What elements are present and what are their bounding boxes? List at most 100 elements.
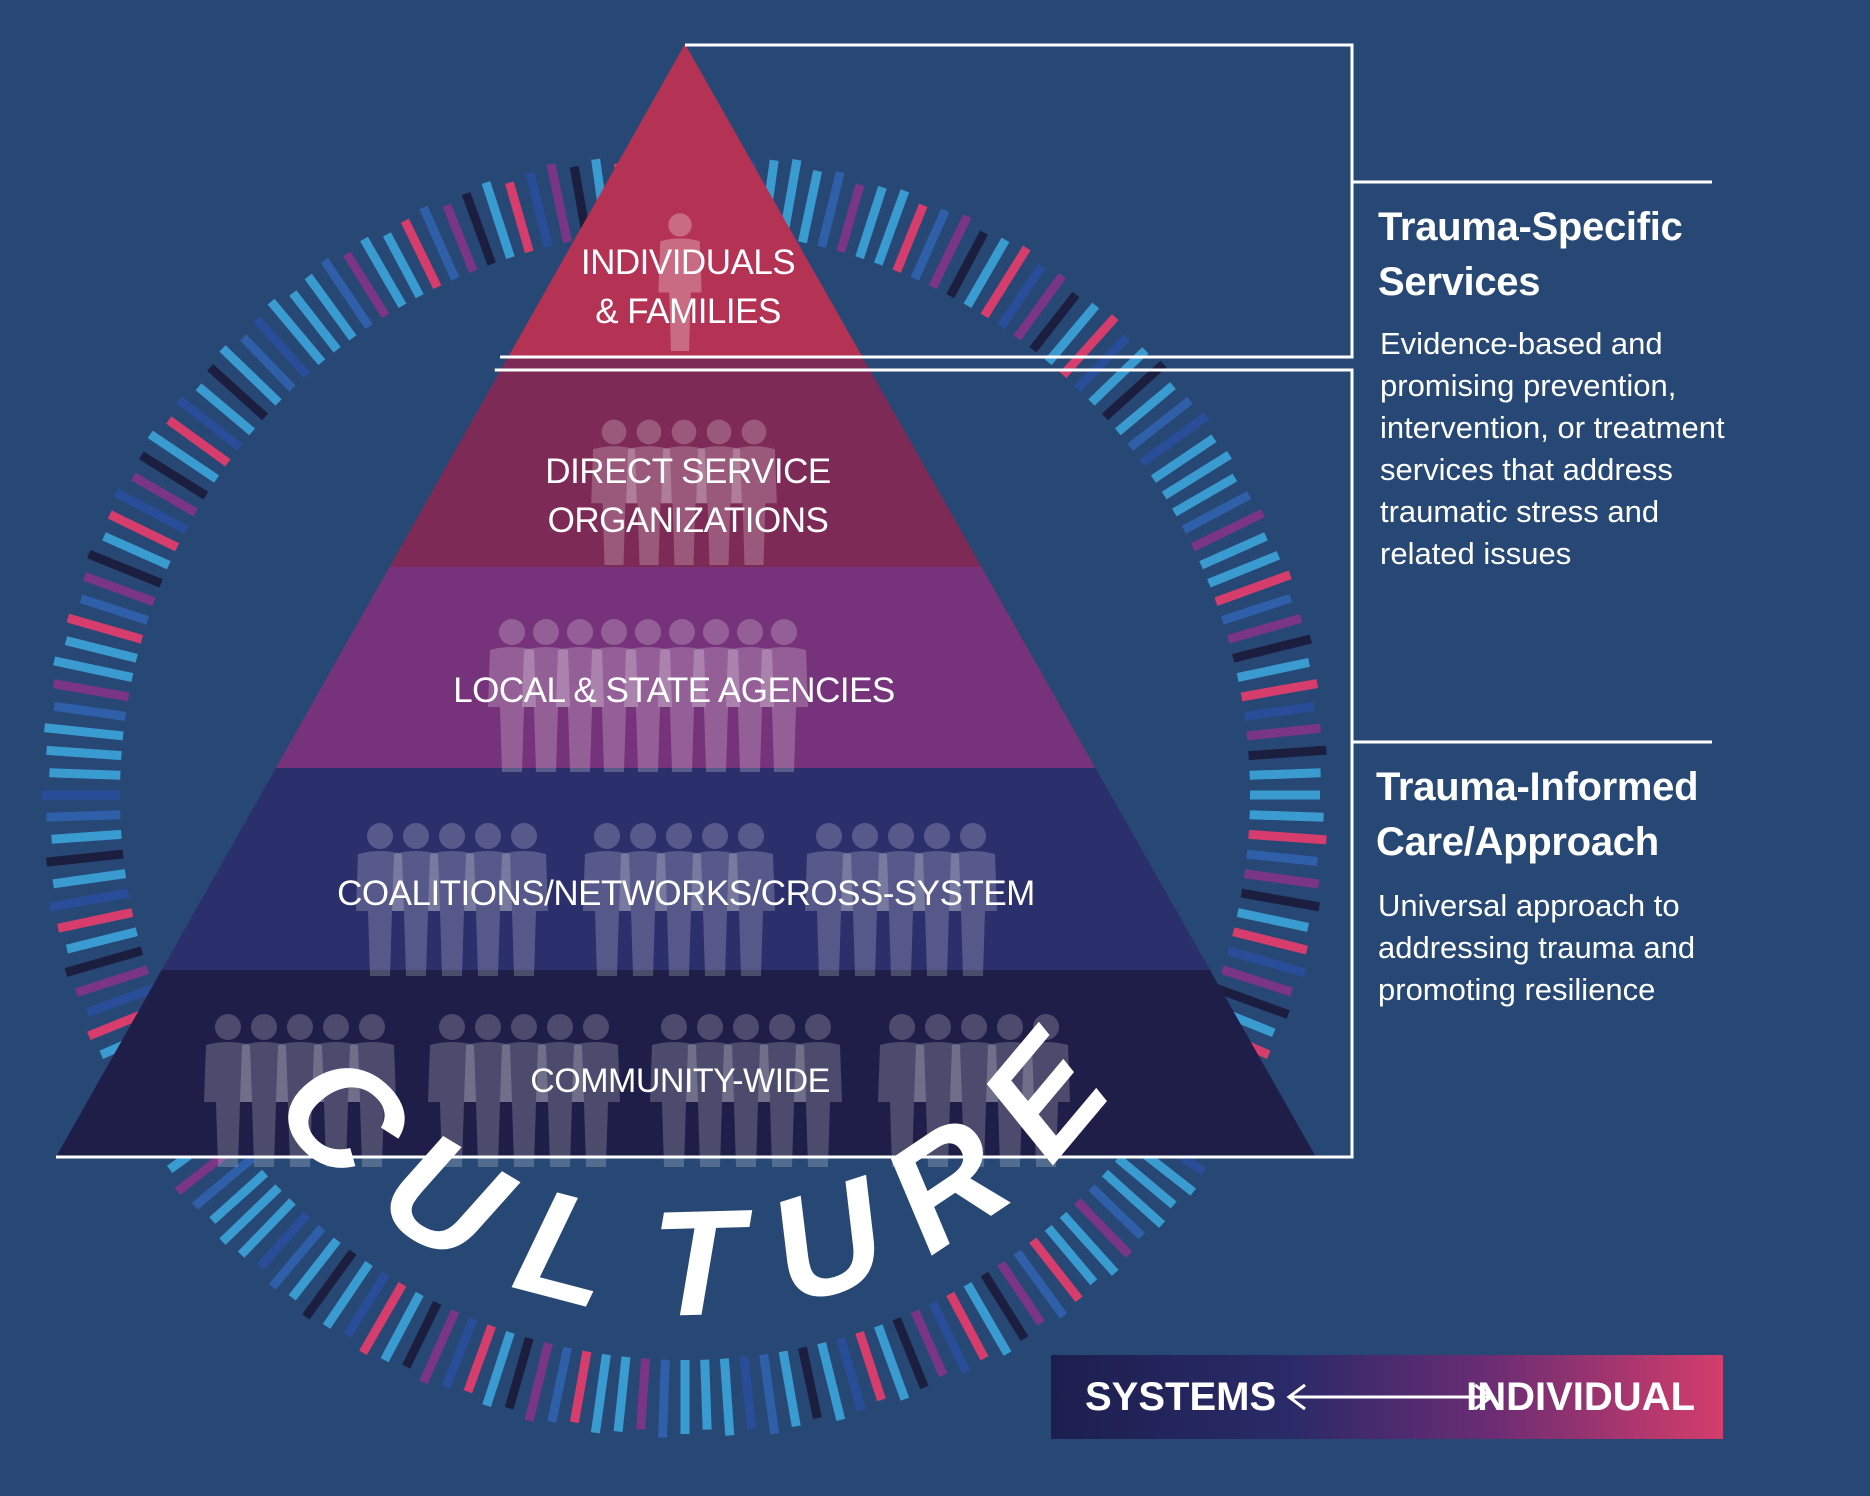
ring-stripe xyxy=(82,572,156,606)
person-silhouette-icon xyxy=(240,1014,288,1167)
ring-stripe xyxy=(910,208,950,281)
ring-stripe xyxy=(1214,570,1292,606)
ring-stripe xyxy=(53,701,127,721)
person-silhouette-icon xyxy=(464,823,512,976)
ring-stripe xyxy=(1232,927,1309,955)
ring-stripe xyxy=(1139,412,1210,467)
person-silhouette-icon xyxy=(590,619,638,772)
ring-stripe xyxy=(1150,434,1217,483)
ring-stripe xyxy=(1199,532,1268,570)
ring-stripe xyxy=(360,236,407,308)
person-silhouette-icon xyxy=(356,823,404,976)
ring-stripe xyxy=(288,1237,341,1301)
trauma-specific-title: Trauma-Specific Services xyxy=(1378,205,1683,304)
ring-stripe xyxy=(963,1282,1012,1356)
ring-stripe xyxy=(481,181,515,260)
ring-stripe xyxy=(461,192,496,266)
ring-stripe xyxy=(590,1353,611,1434)
systems-individual-legend: SYSTEMS INDIVIDUAL xyxy=(1051,1355,1723,1439)
person-silhouette-icon xyxy=(583,823,631,976)
person-silhouette-icon xyxy=(312,1014,360,1167)
ring-stripe xyxy=(1029,291,1080,353)
person-silhouette-icon xyxy=(572,1014,620,1167)
ring-stripe xyxy=(1044,302,1100,366)
person-silhouette-icon xyxy=(878,1014,926,1167)
pyramid-level-labels: INDIVIDUALS & FAMILIES DIRECT SERVICE ORGAN… xyxy=(337,243,1035,1100)
person-silhouette-icon xyxy=(556,619,604,772)
ring-stripe xyxy=(963,237,1010,308)
ring-stripe xyxy=(49,888,130,912)
ring-stripe xyxy=(1172,473,1238,517)
person-silhouette-icon xyxy=(731,419,777,565)
ring-stripe xyxy=(1214,984,1290,1019)
ring-stripe xyxy=(1226,613,1303,644)
pyramid-level-direct-service xyxy=(389,358,982,567)
person-silhouette-icon xyxy=(1022,1014,1070,1167)
ring-stripe xyxy=(79,594,150,625)
person-silhouette-icon xyxy=(626,419,672,565)
ring-stripe xyxy=(44,723,124,741)
pyramid-level-label: ORGANIZATIONS xyxy=(548,501,829,540)
ring-stripe xyxy=(359,1282,407,1355)
ring-stripe xyxy=(237,1198,296,1258)
ring-stripe xyxy=(52,679,130,702)
ring-stripe xyxy=(658,1359,670,1438)
ring-stripe xyxy=(320,257,373,330)
person-silhouette-icon xyxy=(488,619,536,772)
pyramid-level-label: DIRECT SERVICE xyxy=(545,452,830,491)
ring-stripe xyxy=(380,1291,424,1363)
legend-individual-label: INDIVIDUAL xyxy=(1466,1375,1695,1419)
ring-stripe xyxy=(1074,334,1131,392)
ring-stripe xyxy=(131,472,198,517)
pyramid-level-community xyxy=(56,970,1316,1157)
ring-stripe xyxy=(980,1271,1029,1341)
ring-stripe xyxy=(1243,702,1315,721)
ring-stripe xyxy=(546,163,572,244)
person-silhouette-icon xyxy=(276,1014,324,1167)
person-silhouette-icon xyxy=(658,619,706,772)
ring-stripe xyxy=(166,416,231,467)
ring-stripe xyxy=(176,396,243,451)
ring-stripe xyxy=(85,984,156,1017)
ring-stripe xyxy=(253,316,311,379)
ring-stripe xyxy=(1059,314,1119,379)
ring-stripe xyxy=(442,203,478,273)
ring-stripe xyxy=(64,636,138,663)
ring-stripe xyxy=(1161,450,1232,500)
ring-stripe xyxy=(219,345,282,406)
trauma-specific-description: Evidence-based and promising prevention,… xyxy=(1380,326,1725,571)
person-silhouette-icon xyxy=(428,1014,476,1167)
trauma-informed-description: Universal approach to addressing trauma … xyxy=(1378,888,1696,1007)
ring-stripe xyxy=(382,232,424,299)
ring-stripe xyxy=(268,1224,326,1290)
ring-stripe xyxy=(798,170,823,244)
ring-stripe xyxy=(874,189,910,266)
ring-stripe xyxy=(1059,1211,1119,1276)
ring-stripe xyxy=(1243,869,1320,889)
pyramid-level-label: INDIVIDUALS xyxy=(581,243,795,282)
ring-stripe xyxy=(49,768,121,780)
ring-stripe xyxy=(322,1260,373,1329)
ring-stripe xyxy=(402,1300,442,1369)
ring-stripe xyxy=(219,1184,282,1245)
ring-stripe xyxy=(209,1169,269,1224)
ring-stripe xyxy=(46,810,121,822)
ring-stripe xyxy=(798,1346,822,1420)
ring-stripe xyxy=(1013,1249,1068,1319)
person-silhouette-icon xyxy=(500,823,548,976)
trauma-informed-title: Trauma-Informed Care/Approach xyxy=(1376,765,1699,864)
person-silhouette-icon xyxy=(986,1014,1034,1167)
ring-stripe xyxy=(778,1350,801,1428)
pyramid-level-label: & FAMILIES xyxy=(595,292,781,331)
ring-stripe xyxy=(997,1260,1045,1326)
ring-stripe xyxy=(343,251,390,319)
ring-stripe xyxy=(400,218,442,290)
person-silhouette-icon xyxy=(661,419,707,565)
ring-stripe xyxy=(1127,396,1193,451)
ring-stripe xyxy=(1240,679,1319,702)
ring-stripe xyxy=(1114,382,1176,436)
person-silhouette-icon xyxy=(591,419,637,565)
ring-stripe xyxy=(980,245,1031,319)
people-silhouettes xyxy=(204,213,1070,1167)
